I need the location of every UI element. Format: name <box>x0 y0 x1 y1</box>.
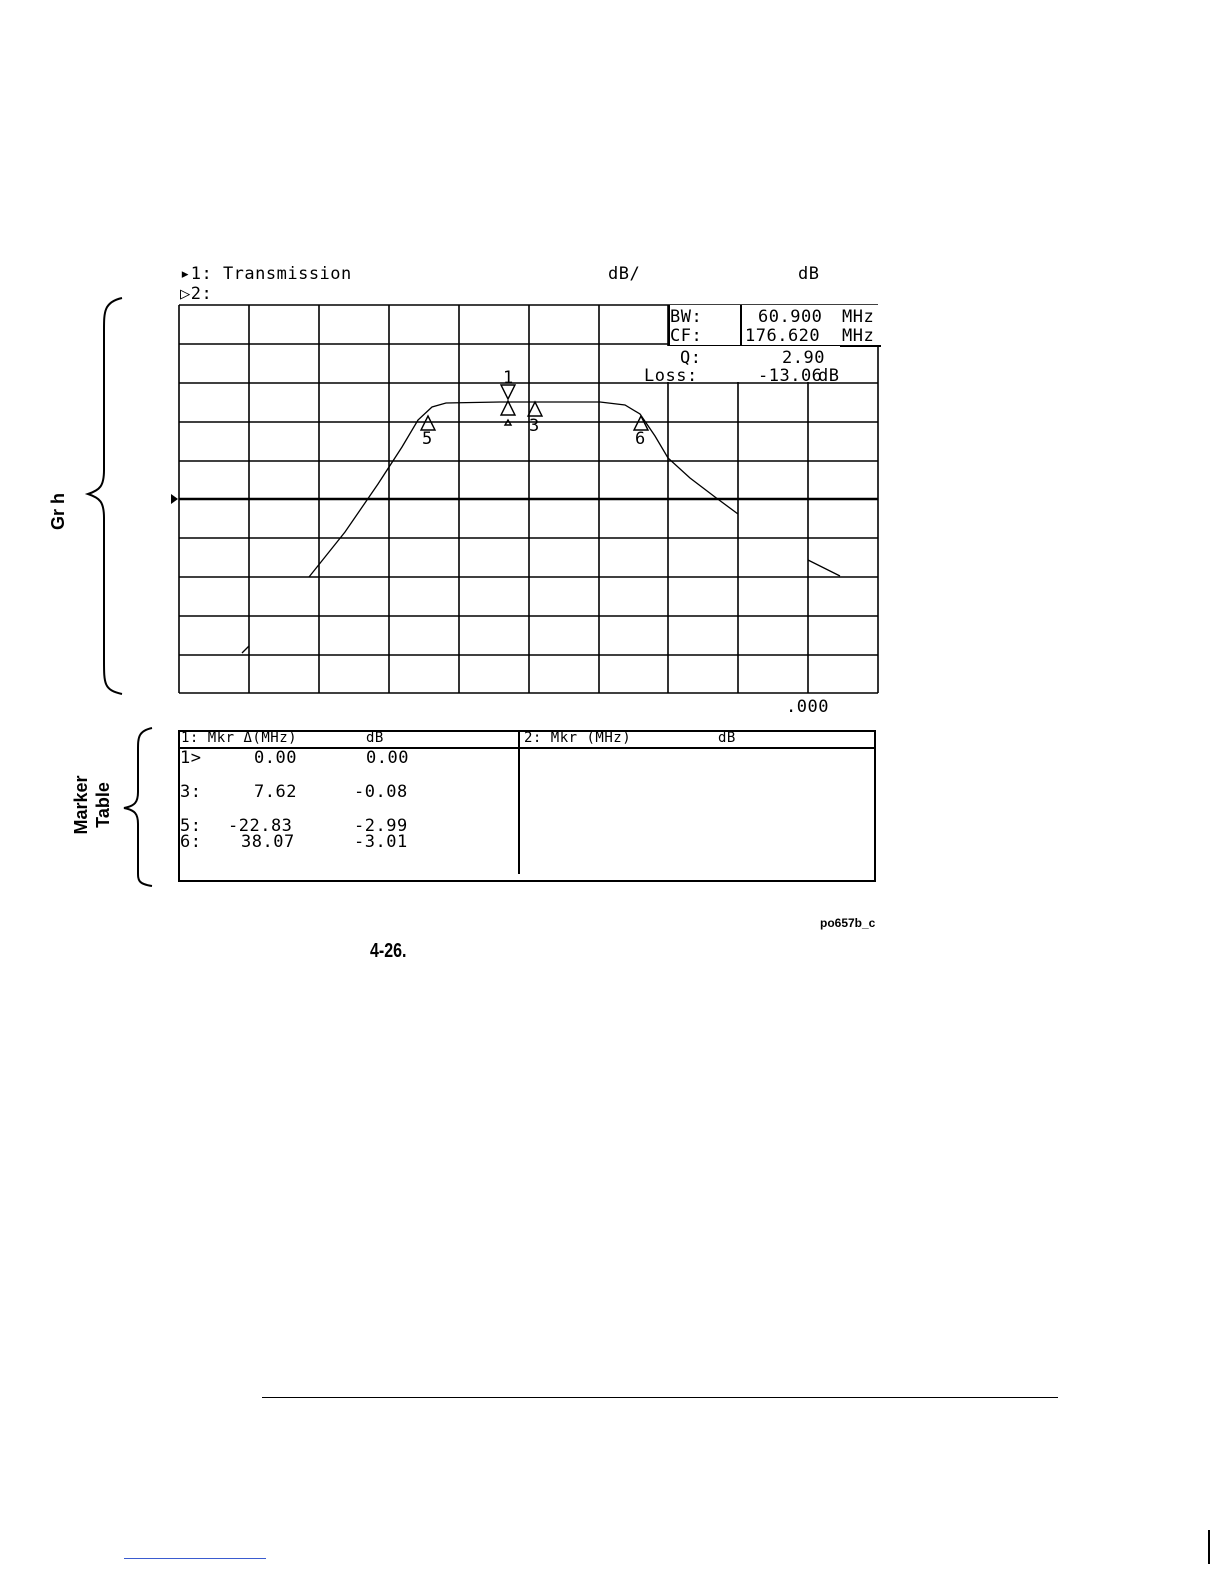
loss-value: -13.06 <box>758 366 822 386</box>
page-edge-mark <box>1208 1530 1210 1564</box>
bw-value: 60.900 <box>758 307 822 327</box>
footer-rule <box>262 1397 1058 1398</box>
loss-label: Loss: <box>644 366 698 386</box>
q-value: 2.90 <box>782 348 825 368</box>
table-row-1-id: 1> <box>180 748 201 768</box>
cf-value: 176.620 <box>745 326 820 346</box>
transmission-trace <box>309 402 738 577</box>
marker-5-icon <box>421 416 435 430</box>
stop-frequency: .000 <box>786 697 829 717</box>
ch2-marker-header: 2: Mkr (MHz) <box>524 730 631 746</box>
marker-5-label: 5 <box>422 429 432 449</box>
reference-pointer-icon <box>171 494 178 504</box>
cf-label: CF: <box>670 326 702 346</box>
marker-6-label: 6 <box>635 429 645 449</box>
marker-1-label: 1 <box>503 368 513 388</box>
marker-3-label: 3 <box>529 416 539 436</box>
stats-divider <box>740 305 742 345</box>
table-row-1-db: 0.00 <box>366 748 409 768</box>
q-label: Q: <box>680 348 701 368</box>
figure-number: 4-26. <box>370 940 406 963</box>
table-row-4-db: -3.01 <box>354 832 408 852</box>
loss-unit: dB <box>818 366 839 386</box>
marker-3-icon <box>528 402 542 416</box>
table-row-4-id: 6: <box>180 832 201 852</box>
ch1-db-header: dB <box>366 730 384 746</box>
transmission-trace-segment-low <box>242 646 249 653</box>
bw-unit: MHz <box>842 307 874 327</box>
table-row-2-id: 3: <box>180 782 201 802</box>
bw-label: BW: <box>670 307 702 327</box>
marker-table-divider <box>518 730 520 874</box>
table-row-4-freq: 38.07 <box>241 832 295 852</box>
figure-code: po657b_c <box>820 916 875 930</box>
table-row-2-freq: 7.62 <box>254 782 297 802</box>
ch1-marker-header: 1: Mkr Δ(MHz) <box>181 730 297 746</box>
table-row-2-db: -0.08 <box>354 782 408 802</box>
ch2-db-header: dB <box>718 730 736 746</box>
footer-link-rule <box>124 1558 266 1559</box>
table-row-1-freq: 0.00 <box>254 748 297 768</box>
cf-unit: MHz <box>842 326 874 346</box>
marker-1-icon <box>501 385 515 425</box>
transmission-trace-segment <box>808 560 840 576</box>
